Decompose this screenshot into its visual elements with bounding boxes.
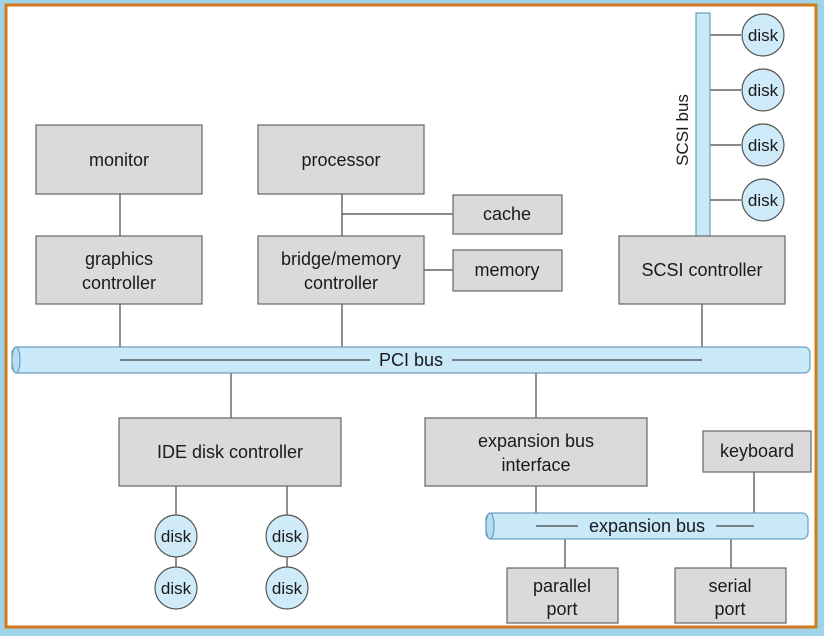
scsi-disk-3 — [741, 123, 785, 167]
keyboard-box — [702, 430, 812, 473]
graphics-controller-box — [35, 235, 203, 305]
scsi-disk-1-label: disk — [748, 26, 779, 45]
monitor-label: monitor — [89, 150, 149, 170]
parallel-port-box — [506, 567, 619, 624]
memory-box — [452, 249, 563, 292]
serial-port-label-line1: serial — [708, 576, 751, 596]
bridge-memory-controller-box — [257, 235, 425, 305]
bridge-memory-controller-label-line2: controller — [304, 273, 378, 293]
graphics-controller-label-line2: controller — [82, 273, 156, 293]
ide-disk-3 — [265, 514, 309, 558]
bridge-memory-controller-label-line1: bridge/memory — [281, 249, 401, 269]
expansion-bus-label: expansion bus — [589, 516, 705, 536]
expansion-bus: expansion bus — [485, 512, 809, 540]
cache-label: cache — [483, 204, 531, 224]
serial-port-label-line2: port — [714, 599, 745, 619]
graphics-controller-label-line1: graphics — [85, 249, 153, 269]
processor-box — [257, 124, 425, 195]
monitor-box — [35, 124, 203, 195]
ide-disk-4 — [265, 566, 309, 610]
scsi-controller-label: SCSI controller — [641, 260, 762, 280]
scsi-bus-tube — [695, 12, 711, 238]
disks: disk disk disk disk disk disk disk disk — [154, 13, 785, 610]
expansion-bus-interface-label-line1: expansion bus — [478, 431, 594, 451]
ide-disk-2-label: disk — [161, 579, 192, 598]
cache-box — [452, 194, 563, 235]
ide-disk-1 — [154, 514, 198, 558]
scsi-controller-box — [618, 235, 786, 305]
processor-label: processor — [301, 150, 380, 170]
scsi-disk-2-label: disk — [748, 81, 779, 100]
ide-disk-4-label: disk — [272, 579, 303, 598]
scsi-bus-label: SCSI bus — [673, 94, 692, 166]
ide-disk-2 — [154, 566, 198, 610]
ide-disk-controller-label: IDE disk controller — [157, 442, 303, 462]
keyboard-label: keyboard — [720, 441, 794, 461]
scsi-bus: SCSI bus — [673, 12, 711, 238]
expansion-bus-interface-box — [424, 417, 648, 487]
parallel-port-label-line1: parallel — [533, 576, 591, 596]
ide-disk-controller-box — [118, 417, 342, 487]
scsi-disk-4-label: disk — [748, 191, 779, 210]
scsi-disk-3-label: disk — [748, 136, 779, 155]
parallel-port-label-line2: port — [546, 599, 577, 619]
expansion-bus-end — [485, 512, 495, 540]
ide-disk-3-label: disk — [272, 527, 303, 546]
expansion-bus-interface-label-line2: interface — [501, 455, 570, 475]
scsi-disk-2 — [741, 68, 785, 112]
pci-bus-label: PCI bus — [379, 350, 443, 370]
serial-port-box — [674, 567, 787, 624]
ide-disk-1-label: disk — [161, 527, 192, 546]
pci-bus-end — [11, 346, 21, 374]
memory-label: memory — [474, 260, 539, 280]
scsi-disk-4 — [741, 178, 785, 222]
pci-bus: PCI bus — [11, 346, 811, 374]
component-boxes: monitor processor cache graphics control… — [35, 124, 812, 624]
scsi-disk-1 — [741, 13, 785, 57]
